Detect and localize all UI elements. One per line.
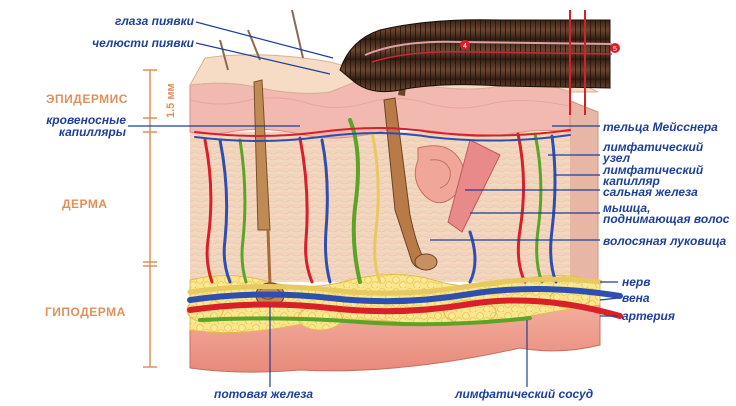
label-artery: артерия xyxy=(622,310,675,322)
label-nerve: нерв xyxy=(622,276,651,288)
label-sebaceous: сальная железа xyxy=(603,186,698,198)
label-blood-capillaries-2: капилляры xyxy=(2,126,126,138)
label-muscle-2: поднимающая волос xyxy=(603,213,729,225)
label-leech-jaws: челюсти пиявки xyxy=(60,37,194,49)
marker-5-number: 5 xyxy=(613,46,617,53)
scale-bars xyxy=(143,70,157,367)
label-epidermis: ЭПИДЕРМИС xyxy=(46,92,128,106)
label-scale: 1.5 мм xyxy=(165,83,177,118)
label-dermis: ДЕРМА xyxy=(62,197,108,211)
label-vein: вена xyxy=(622,292,650,304)
label-hypodermis: ГИПОДЕРМА xyxy=(45,305,126,319)
label-leech-eyes: глаза пиявки xyxy=(80,15,194,27)
label-sweat-gland: потовая железа xyxy=(214,388,313,400)
label-lymph-vessel: лимфатический сосуд xyxy=(455,388,593,400)
label-meissner: тельца Мейсснера xyxy=(603,121,718,133)
marker-4-number: 4 xyxy=(463,43,467,50)
label-hair-bulb: волосяная луковица xyxy=(603,235,726,247)
